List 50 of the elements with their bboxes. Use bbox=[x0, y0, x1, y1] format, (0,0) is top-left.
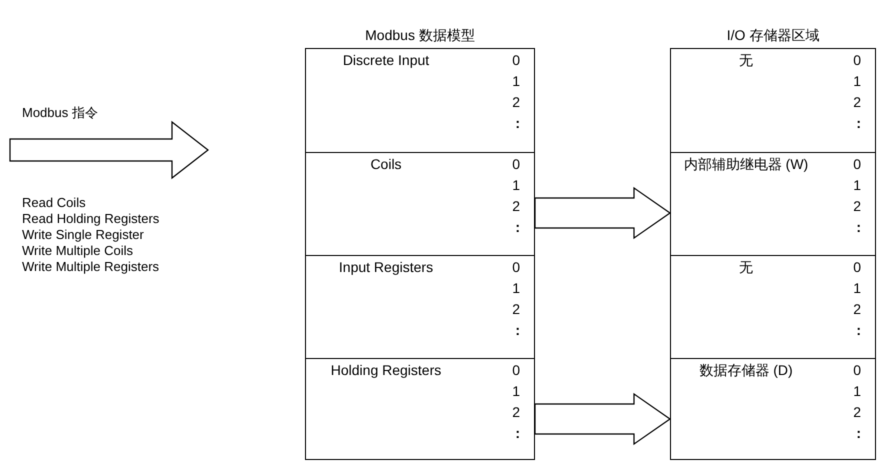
command-name: Read Holding Registers bbox=[22, 211, 160, 227]
command-name: Write Multiple Coils bbox=[22, 243, 134, 259]
address-number: 1 bbox=[853, 279, 861, 298]
address-number: 2 bbox=[853, 197, 861, 216]
block-arrow bbox=[534, 186, 672, 240]
address-number: 1 bbox=[512, 382, 520, 401]
address-number: : bbox=[515, 114, 520, 133]
table-heading: I/O 存储器区域 bbox=[726, 26, 820, 45]
address-number: 0 bbox=[853, 258, 861, 277]
area-name: 数据存储器 (D) bbox=[699, 361, 793, 380]
address-number: 0 bbox=[512, 155, 520, 174]
address-number: 0 bbox=[853, 361, 861, 380]
address-number: : bbox=[515, 321, 520, 340]
area-name: 内部辅助继电器 (W) bbox=[684, 155, 808, 174]
address-number: 2 bbox=[512, 93, 520, 112]
area-name: Input Registers bbox=[338, 258, 434, 277]
address-number: : bbox=[856, 424, 861, 443]
address-number: 1 bbox=[853, 382, 861, 401]
address-number: 0 bbox=[512, 361, 520, 380]
area-name: 无 bbox=[739, 258, 753, 277]
address-number: : bbox=[856, 218, 861, 237]
address-number: 2 bbox=[853, 300, 861, 319]
address-number: 0 bbox=[853, 155, 861, 174]
area-name: Coils bbox=[370, 155, 402, 174]
address-number: 0 bbox=[512, 51, 520, 70]
command-name: Write Multiple Registers bbox=[22, 259, 160, 275]
address-number: 2 bbox=[853, 403, 861, 422]
address-number: : bbox=[515, 218, 520, 237]
table-heading: Modbus 数据模型 bbox=[364, 26, 476, 45]
command-caption: Modbus 指令 bbox=[22, 104, 98, 122]
address-number: 0 bbox=[512, 258, 520, 277]
address-number: 2 bbox=[512, 300, 520, 319]
address-number: : bbox=[856, 114, 861, 133]
address-number: 2 bbox=[512, 197, 520, 216]
command-name: Write Single Register bbox=[22, 227, 145, 243]
command-name: Read Coils bbox=[22, 195, 87, 211]
address-number: 1 bbox=[512, 72, 520, 91]
area-name: 无 bbox=[739, 51, 753, 70]
address-number: : bbox=[856, 321, 861, 340]
address-number: 1 bbox=[512, 279, 520, 298]
address-number: 2 bbox=[512, 403, 520, 422]
address-number: 2 bbox=[853, 93, 861, 112]
address-number: 1 bbox=[853, 72, 861, 91]
address-number: 0 bbox=[853, 51, 861, 70]
address-number: 1 bbox=[512, 176, 520, 195]
block-arrow bbox=[534, 392, 672, 446]
address-number: 1 bbox=[853, 176, 861, 195]
area-name: Holding Registers bbox=[330, 361, 442, 380]
address-number: : bbox=[515, 424, 520, 443]
area-name: Discrete Input bbox=[342, 51, 430, 70]
